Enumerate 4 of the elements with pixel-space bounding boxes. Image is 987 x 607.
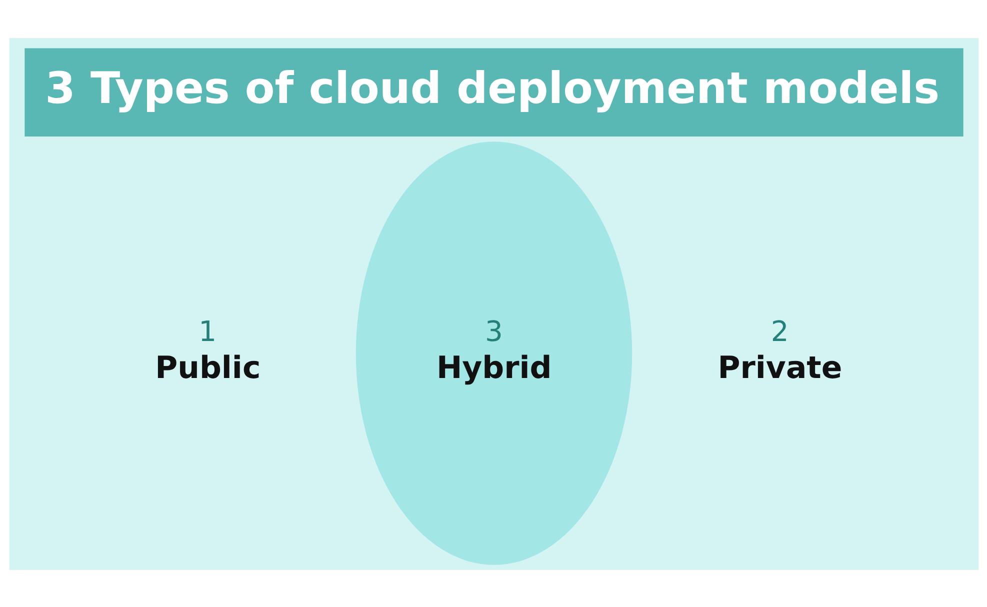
diagram-title: 3 Types of cloud deployment models bbox=[44, 63, 940, 114]
node-text: 1 Public bbox=[154, 314, 260, 386]
node-ellipse: 3 Hybrid bbox=[355, 141, 632, 564]
node-text: 2 Private bbox=[717, 314, 842, 386]
